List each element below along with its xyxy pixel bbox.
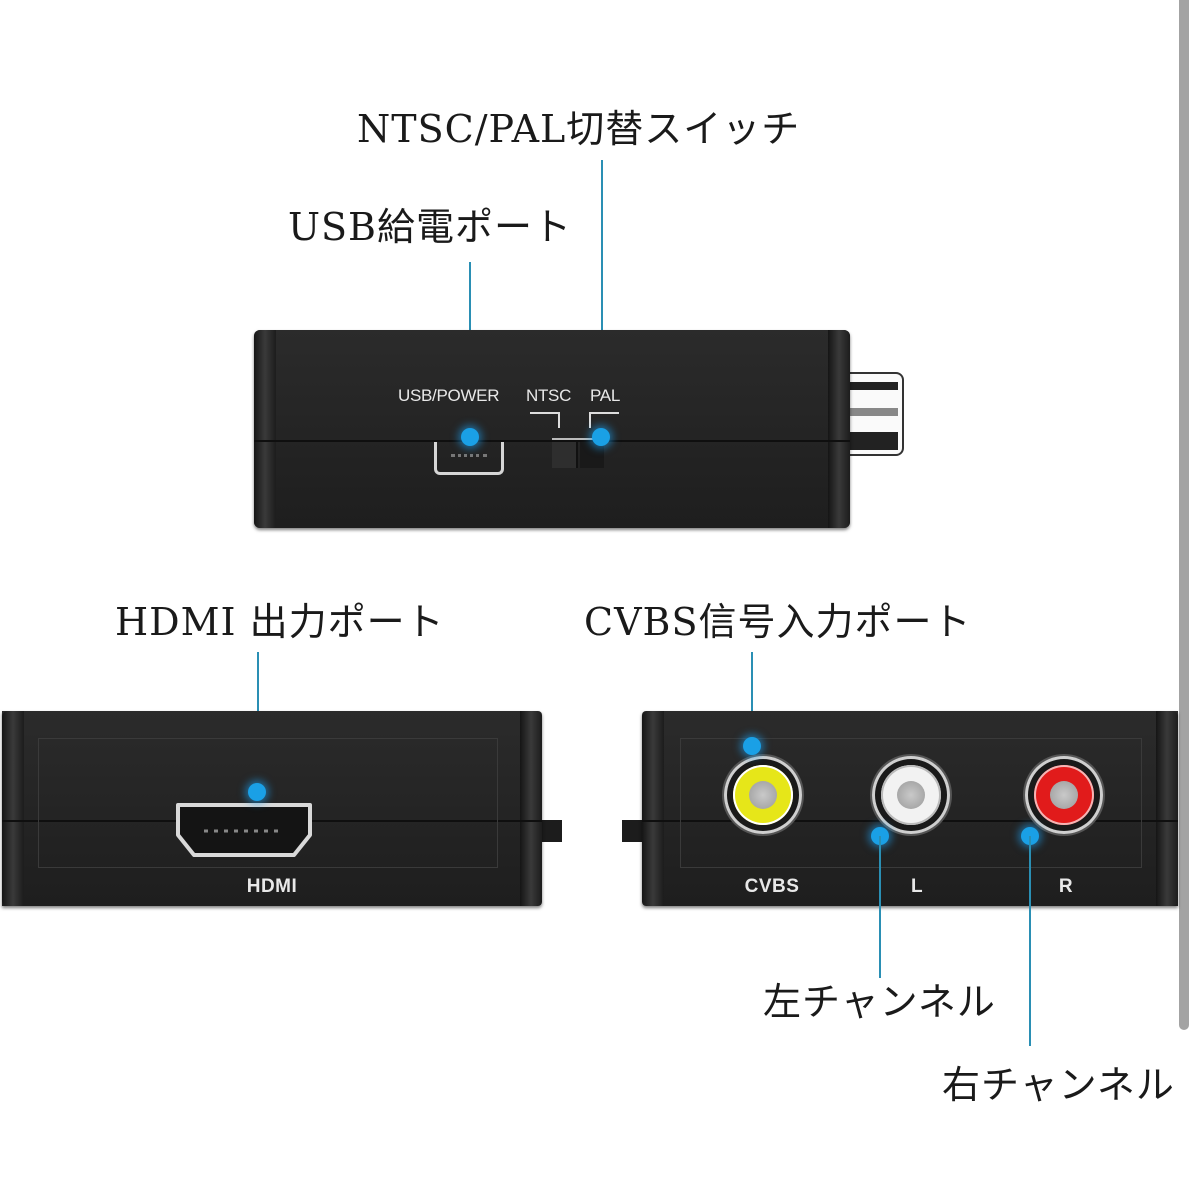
callout-ntsc-pal-switch: NTSC/PAL切替スイッチ bbox=[357, 107, 801, 151]
leader-line-cvbs bbox=[751, 652, 753, 746]
side-tab-right-device bbox=[622, 820, 644, 842]
callout-usb-power-port: USB給電ポート bbox=[288, 205, 572, 249]
label-cvbs: CVBS bbox=[744, 876, 800, 897]
ntsc-pal-slide-switch[interactable] bbox=[552, 438, 604, 468]
callout-hdmi-output-port: HDMI 出力ポート bbox=[115, 600, 445, 644]
rca-jack-cvbs-yellow bbox=[724, 756, 802, 834]
rca-jack-left-white bbox=[872, 756, 950, 834]
label-right: R bbox=[1058, 876, 1074, 897]
label-left: L bbox=[910, 876, 924, 897]
rca-jack-side bbox=[846, 372, 904, 456]
label-usb-power: USB/POWER bbox=[398, 386, 500, 405]
marker-hdmi-port bbox=[248, 783, 266, 801]
marker-switch bbox=[592, 428, 610, 446]
marker-usb-port bbox=[461, 428, 479, 446]
label-hdmi: HDMI bbox=[246, 876, 298, 897]
converter-hdmi-side: HDMI bbox=[2, 711, 542, 906]
callout-right-channel: 右チャンネル bbox=[942, 1063, 1175, 1107]
side-tab-left-device bbox=[540, 820, 562, 842]
leader-line-right bbox=[1029, 836, 1031, 1046]
label-pal: PAL bbox=[590, 386, 620, 405]
leader-line-left bbox=[879, 836, 881, 978]
mini-usb-port bbox=[434, 442, 504, 475]
callout-left-channel: 左チャンネル bbox=[763, 980, 996, 1024]
leader-line-switch bbox=[601, 160, 603, 436]
converter-top-view: USB/POWER NTSC PAL bbox=[254, 330, 850, 528]
scrollbar[interactable] bbox=[1179, 0, 1189, 1030]
callout-cvbs-input-port: CVBS信号入力ポート bbox=[584, 600, 972, 644]
rca-jack-right-red bbox=[1025, 756, 1103, 834]
marker-cvbs-port bbox=[743, 737, 761, 755]
label-ntsc: NTSC bbox=[526, 386, 572, 405]
hdmi-port bbox=[176, 803, 312, 857]
